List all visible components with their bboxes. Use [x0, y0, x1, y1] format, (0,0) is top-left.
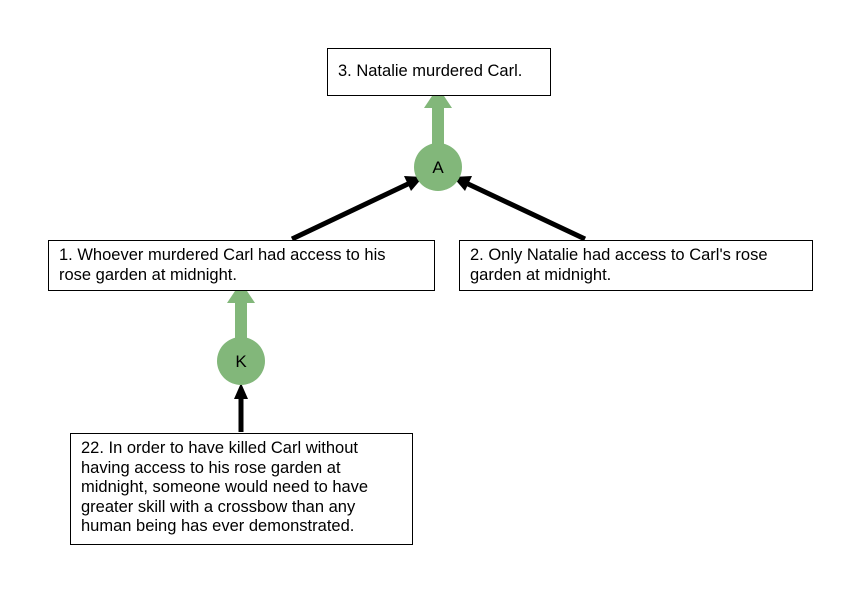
inference-node-k[interactable]: K — [217, 337, 265, 385]
inference-node-a[interactable]: A — [414, 143, 462, 191]
edge-claim22-to-inference-k — [234, 383, 248, 432]
claim-22-box[interactable]: 22. In order to have killed Carl without… — [70, 433, 413, 545]
claim-3-box[interactable]: 3. Natalie murdered Carl. — [327, 48, 551, 96]
claim-1-box[interactable]: 1. Whoever murdered Carl had access to h… — [48, 240, 435, 291]
claim-2-box[interactable]: 2. Only Natalie had access to Carl's ros… — [459, 240, 813, 291]
inference-label-a: A — [432, 158, 444, 177]
inference-a-conclusion-arrow — [424, 87, 452, 146]
inference-k-conclusion-arrow — [227, 282, 255, 340]
edge-claim1-to-inference-a — [290, 176, 423, 242]
edge-claim2-to-inference-a — [453, 176, 587, 242]
inference-label-k: K — [235, 352, 247, 371]
